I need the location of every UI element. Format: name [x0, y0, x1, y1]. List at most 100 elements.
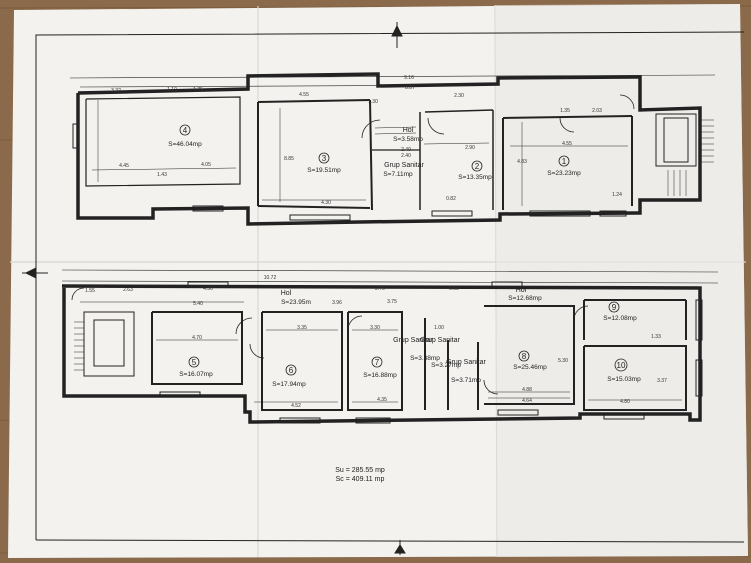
top-dimension: 1.30 — [368, 99, 378, 105]
room-6-number: 6 — [289, 366, 294, 375]
bottom-grup-sanitar-1-area: S=3.38mp — [410, 355, 440, 362]
top-dimension: 8.87 — [405, 85, 415, 91]
total-useful-area: Su = 285.55 mp — [335, 467, 385, 474]
top-dimension: 9.16 — [404, 75, 414, 81]
bottom-dimension: 5.40 — [193, 301, 203, 307]
bottom-dimension: 4.80 — [620, 399, 630, 405]
bottom-dimension: 3.75 — [387, 299, 397, 305]
room-4-number: 4 — [183, 126, 188, 135]
top-grup-sanitar-name: Grup Sanitar — [384, 162, 424, 169]
bottom-dimension: 1.55 — [85, 288, 95, 294]
bottom-dimension: 10.72 — [264, 275, 277, 281]
room-9-number: 9 — [612, 303, 617, 312]
bottom-dimension: 5.30 — [558, 358, 568, 364]
bottom-dimension: 2.70 — [375, 286, 385, 292]
top-dimension: 0.82 — [446, 196, 456, 202]
top-dimension: 3.32 — [111, 88, 121, 94]
hol-left-name: Hol — [281, 290, 292, 297]
top-floor-plan — [69, 72, 716, 226]
top-dimension: 4.55 — [299, 92, 309, 98]
total-built-area: Sc = 409.11 mp — [336, 476, 385, 483]
bottom-grup-sanitar-2-name: Grup Sanitar — [420, 337, 460, 344]
room-3-number: 3 — [322, 154, 327, 163]
room-2-marker — [471, 160, 483, 172]
bottom-dimension: 3.37 — [657, 378, 667, 384]
top-dimension: 1.24 — [612, 192, 622, 198]
top-grup-sanitar-area: S=7.11mp — [383, 171, 413, 178]
bottom-grup-sanitar-3-name: Grup Sanitar — [446, 359, 486, 366]
drawing-frame — [35, 31, 745, 543]
area-totals: Su = 285.55 mp Sc = 409.11 mp — [335, 467, 385, 483]
bottom-dimension: 5.53 — [449, 286, 459, 292]
room-5-area: S=16.07mp — [179, 371, 213, 378]
bottom-floor-plan — [61, 269, 719, 424]
bottom-dimension: 4.70 — [192, 335, 202, 341]
room-5-number: 5 — [192, 358, 197, 367]
top-hol-area: S=3.58mp — [393, 136, 423, 143]
top-dimension: 4.55 — [562, 141, 572, 147]
top-dimension: 2.03 — [592, 108, 602, 114]
room-7-number: 7 — [375, 358, 380, 367]
room-1-area: S=23.23mp — [547, 170, 581, 177]
bottom-dimension: 1.00 — [434, 325, 444, 331]
top-dimension: 2.30 — [454, 93, 464, 99]
top-dimension: 1.10 — [167, 87, 177, 93]
top-dimension: 2.40 — [401, 153, 411, 159]
bottom-dimension: 2.63 — [123, 287, 133, 293]
top-hol-name: Hol — [403, 127, 414, 134]
room-4-marker — [179, 124, 191, 136]
room-3-marker — [318, 152, 330, 164]
room-1-marker — [558, 155, 570, 167]
room-10-marker — [614, 358, 628, 372]
top-dimension: 4.05 — [201, 162, 211, 168]
paper-shadow — [495, 4, 748, 557]
bottom-dimension: 4.64 — [522, 398, 532, 404]
room-1-number: 1 — [562, 157, 567, 166]
bottom-dimension: 1.33 — [651, 334, 661, 340]
bottom-floor-labels: 5 S=16.07mp 6 S=17.94mp 7 S=16.88mp 8 S=… — [85, 275, 667, 409]
bottom-dimension: 4.88 — [522, 387, 532, 393]
hol-right-name: Hol — [516, 287, 527, 294]
top-dimension: 4.30 — [321, 200, 331, 206]
bottom-dimension: 3.96 — [332, 300, 342, 306]
bottom-grup-sanitar-3-area: S=3.71mp — [451, 377, 481, 384]
bottom-dimension: 4.30 — [203, 286, 213, 292]
top-dimension: 1.75 — [193, 87, 203, 93]
hol-left-area: S=23.95m — [281, 299, 311, 306]
bottom-dimension: 3.35 — [297, 325, 307, 331]
top-dimension: 1.43 — [157, 172, 167, 178]
bottom-dimension: 3.30 — [370, 325, 380, 331]
room-2-number: 2 — [475, 162, 480, 171]
top-dimension: 2.40 — [401, 147, 411, 153]
room-9-area: S=12.08mp — [603, 315, 637, 322]
room-8-marker — [518, 350, 530, 362]
bottom-dimension: 4.52 — [291, 403, 301, 409]
bottom-grup-sanitar-1-name: Grup Sanitar — [393, 337, 433, 344]
top-dimension: 1.35 — [560, 108, 570, 114]
section-arrow-bottom — [394, 540, 406, 555]
hol-right-area: S=12.68mp — [508, 295, 542, 302]
room-2-area: S=13.35mp — [458, 174, 492, 181]
section-arrow-left — [22, 267, 48, 279]
room-4-area: S=46.04mp — [168, 141, 202, 148]
top-dimension: 4.45 — [119, 163, 129, 169]
top-dimension: 2.90 — [465, 145, 475, 151]
bottom-grup-sanitar-2-area: S=3.27mp — [431, 362, 461, 369]
room-8-area: S=25.46mp — [513, 364, 547, 371]
room-6-area: S=17.94mp — [272, 381, 306, 388]
room-10-number: 10 — [617, 361, 626, 370]
top-floor-labels: 4 S=46.04mp 3 S=19.51mp Hol S=3.58mp Gru… — [111, 75, 622, 206]
room-3-area: S=19.51mp — [307, 167, 341, 174]
room-6-marker — [285, 364, 297, 376]
room-8-number: 8 — [522, 352, 527, 361]
top-dimension: 4.83 — [517, 159, 527, 165]
top-dimension: 8.85 — [284, 156, 294, 162]
room-7-area: S=16.88mp — [363, 372, 397, 379]
room-5-marker — [188, 356, 200, 368]
room-7-marker — [371, 356, 383, 368]
bottom-dimension: 4.35 — [377, 397, 387, 403]
room-9-marker — [608, 301, 620, 313]
section-arrow-top — [391, 22, 403, 48]
room-10-area: S=15.03mp — [607, 376, 641, 383]
